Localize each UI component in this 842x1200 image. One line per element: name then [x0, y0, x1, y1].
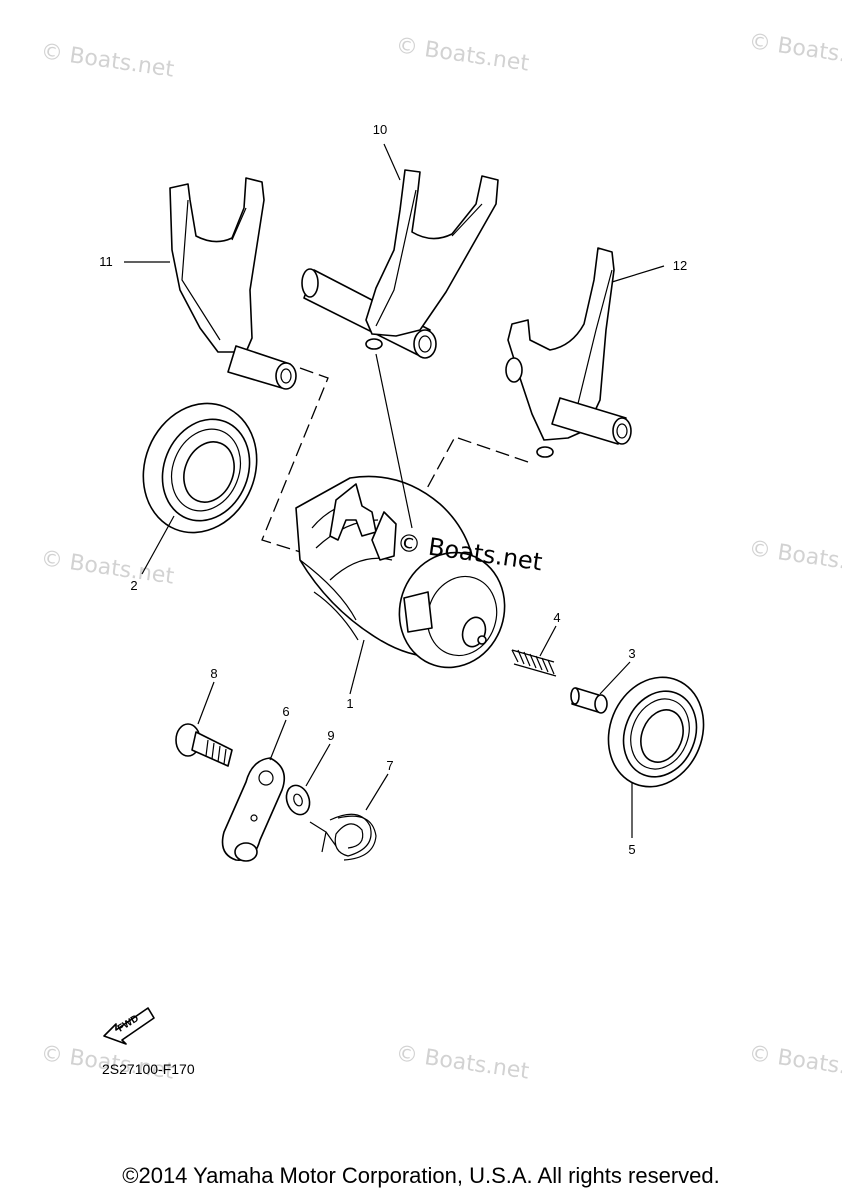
watermark-mid-left: © Boats.net	[39, 546, 176, 589]
callout-7: 7	[386, 758, 393, 773]
watermark-top-left: © Boats.net	[39, 39, 176, 82]
callout-10: 10	[373, 122, 387, 137]
watermark-top-right: © Boats.net	[747, 29, 842, 72]
callout-9: 9	[327, 728, 334, 743]
bolt-8	[175, 723, 233, 767]
fwd-arrow-icon: FWD	[103, 1007, 155, 1045]
callout-6: 6	[282, 704, 289, 719]
leader-lines	[124, 143, 665, 838]
torsion-spring-7	[309, 813, 377, 861]
washer-9	[285, 784, 311, 816]
shift-drum-1	[295, 475, 506, 669]
shift-fork-11	[169, 177, 297, 390]
bearing-2	[142, 402, 258, 534]
watermark-mid-right: © Boats.net	[747, 536, 842, 579]
callout-4: 4	[553, 610, 560, 625]
watermark-bottom-right: © Boats.net	[747, 1041, 842, 1084]
shift-fork-12	[505, 247, 632, 458]
callout-8: 8	[210, 666, 217, 681]
callout-3: 3	[628, 646, 635, 661]
diagram-code: 2S27100-F170	[102, 1061, 195, 1077]
callout-12: 12	[673, 258, 687, 273]
callout-1: 1	[346, 696, 353, 711]
callout-5: 5	[628, 842, 635, 857]
pin-3	[570, 687, 608, 714]
callout-11: 11	[99, 254, 113, 269]
watermark-bottom-center: © Boats.net	[394, 1041, 531, 1084]
watermark-top-center: © Boats.net	[394, 33, 531, 76]
spring-4	[511, 649, 557, 677]
copyright-notice: ©2014 Yamaha Motor Corporation, U.S.A. A…	[122, 1163, 720, 1188]
callout-2: 2	[130, 578, 137, 593]
shift-fork-10	[301, 169, 499, 359]
stopper-lever-6	[221, 757, 286, 862]
bearing-5	[607, 676, 705, 788]
